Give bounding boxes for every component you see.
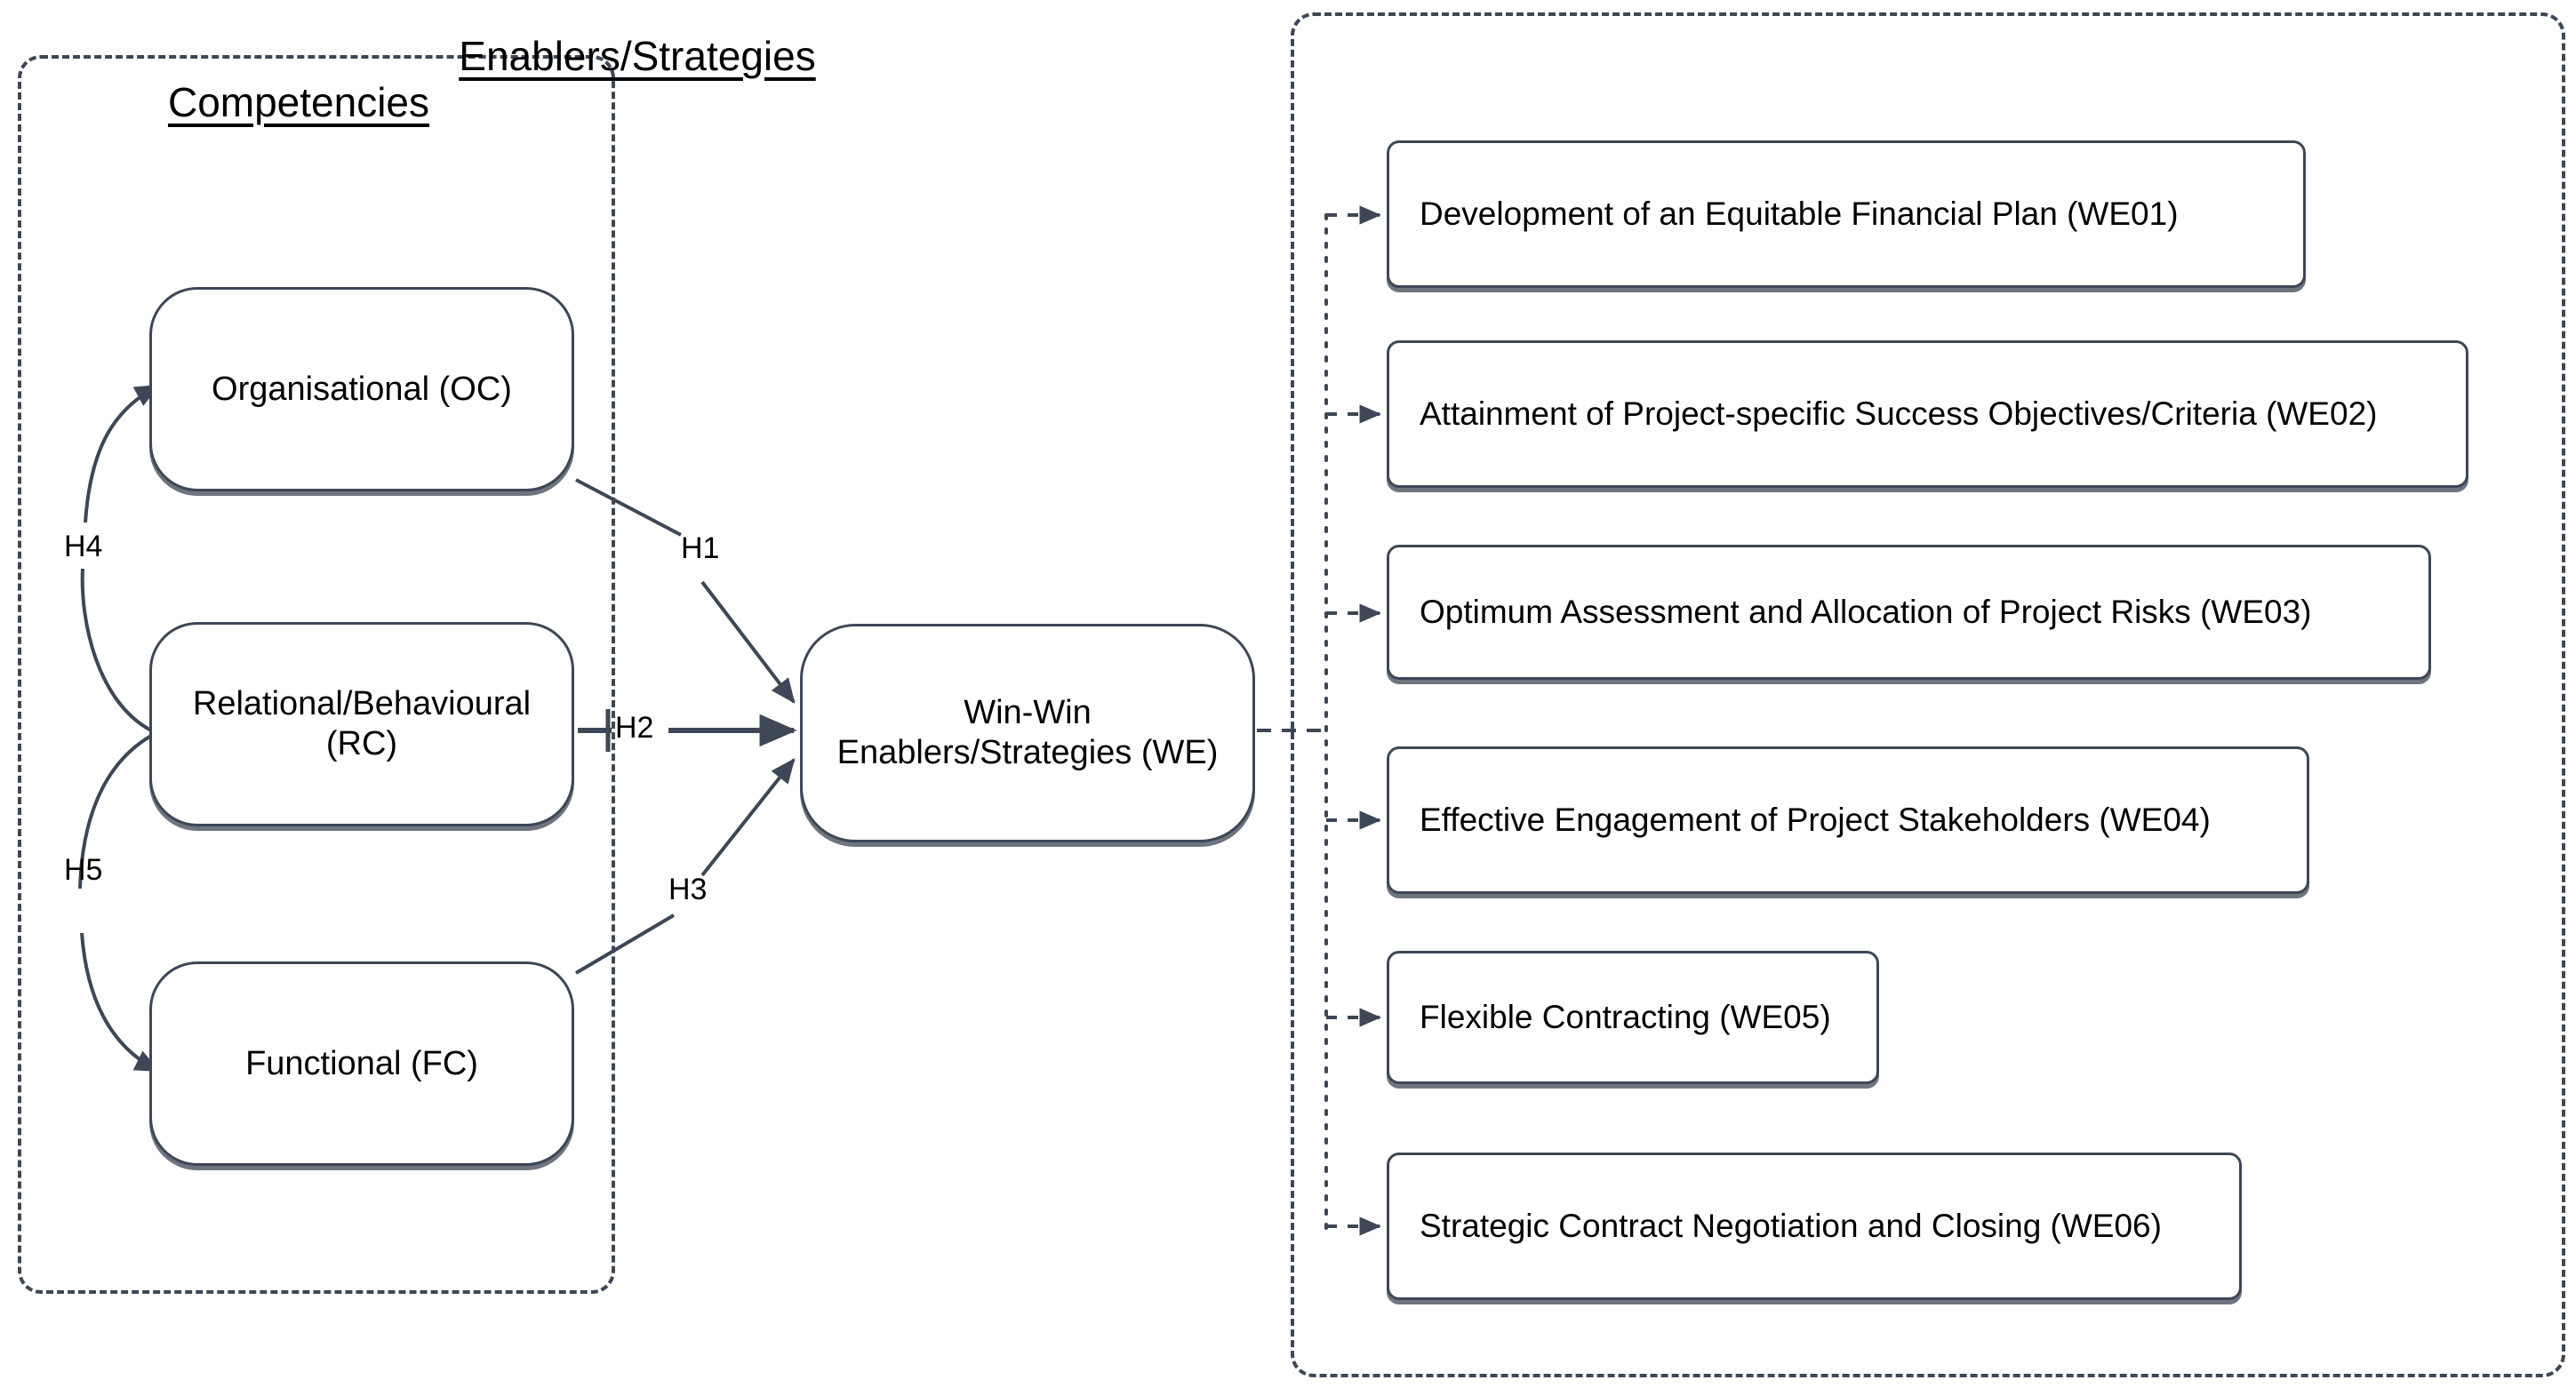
group-title-competencies: Competencies	[167, 79, 430, 125]
hypothesis-label-h3: H3	[668, 873, 708, 906]
enabler-label-we04: Effective Engagement of Project Stakehol…	[1420, 802, 2211, 838]
hypothesis-label-h4: H4	[64, 530, 103, 563]
enabler-box-we06[interactable]: Strategic Contract Negotiation and Closi…	[1387, 1153, 2242, 1300]
node-rc-label-line2: (RC)	[325, 725, 398, 762]
enabler-box-we02[interactable]: Attainment of Project-specific Success O…	[1387, 340, 2468, 488]
node-relational-behavioural-competency[interactable]: Relational/Behavioural (RC)	[149, 622, 574, 826]
node-win-win-enablers-strategies[interactable]: Win-Win Enablers/Strategies (WE)	[800, 624, 1255, 842]
enabler-box-we03[interactable]: Optimum Assessment and Allocation of Pro…	[1387, 545, 2431, 680]
enabler-label-we05: Flexible Contracting (WE05)	[1420, 999, 1831, 1035]
node-fc-label: Functional (FC)	[245, 1044, 478, 1082]
enabler-label-we06: Strategic Contract Negotiation and Closi…	[1420, 1208, 2162, 1244]
group-enablers	[1291, 12, 2565, 1377]
enabler-box-we01[interactable]: Development of an Equitable Financial Pl…	[1387, 140, 2306, 288]
group-competencies	[18, 55, 615, 1294]
enabler-label-we02: Attainment of Project-specific Success O…	[1420, 395, 2378, 432]
enabler-label-we01: Development of an Equitable Financial Pl…	[1420, 195, 2179, 232]
node-we-label-line1: Win-Win	[964, 694, 1092, 732]
hypothesis-label-h1: H1	[681, 531, 720, 565]
node-functional-competency[interactable]: Functional (FC)	[149, 961, 574, 1166]
node-we-label-line2: Enablers/Strategies (WE)	[836, 734, 1219, 771]
node-rc-label: Relational/Behavioural (RC)	[193, 684, 531, 764]
node-oc-label: Organisational (OC)	[212, 370, 512, 408]
enabler-box-we04[interactable]: Effective Engagement of Project Stakehol…	[1387, 746, 2309, 894]
hypothesis-label-h5: H5	[64, 853, 103, 887]
node-we-label: Win-Win Enablers/Strategies (WE)	[837, 693, 1219, 773]
node-organisational-competency[interactable]: Organisational (OC)	[149, 287, 574, 491]
group-title-enablers: Enablers/Strategies	[459, 33, 816, 79]
hypothesis-label-h2: H2	[615, 711, 654, 745]
node-rc-label-line1: Relational/Behavioural	[192, 685, 532, 723]
enabler-label-we03: Optimum Assessment and Allocation of Pro…	[1420, 594, 2312, 630]
enabler-box-we05[interactable]: Flexible Contracting (WE05)	[1387, 951, 1879, 1084]
